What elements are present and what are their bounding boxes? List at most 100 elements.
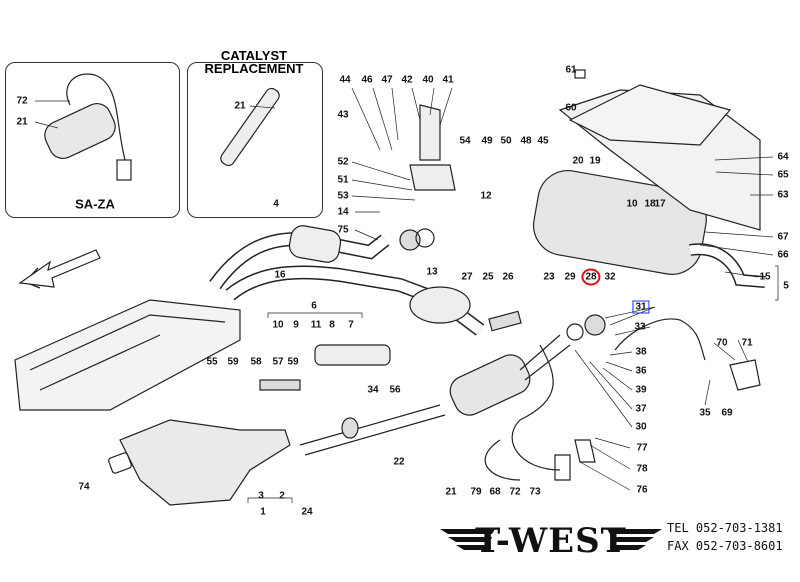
callout-42: 42 <box>401 74 413 86</box>
callout-9: 9 <box>293 319 299 331</box>
callout-75: 75 <box>337 224 349 236</box>
callout-72: 72 <box>509 486 521 498</box>
callout-32: 32 <box>604 271 616 283</box>
callout-71: 71 <box>741 337 753 349</box>
fax-number: FAX 052-703-8601 <box>667 539 783 553</box>
callout-78: 78 <box>636 463 648 475</box>
callout-66: 66 <box>777 249 789 261</box>
callout-24: 24 <box>301 506 313 518</box>
inset-catalyst-replacement <box>187 62 323 218</box>
callout-21-inset: 21 <box>16 116 28 128</box>
rear-muffler <box>532 170 707 275</box>
callout-1: 1 <box>260 506 266 518</box>
callout-68: 68 <box>489 486 501 498</box>
callout-36: 36 <box>635 365 647 377</box>
callout-79: 79 <box>470 486 482 498</box>
callout-47: 47 <box>381 74 393 86</box>
callout-48: 48 <box>520 135 532 147</box>
callout-38: 38 <box>635 346 647 358</box>
inset-caption-sa-za: SA-ZA <box>71 196 119 212</box>
callout-17: 17 <box>654 198 666 210</box>
callout-28: 28 <box>581 268 601 286</box>
callout-57: 57 <box>272 356 284 368</box>
callout-51: 51 <box>337 174 349 186</box>
callout-72-inset: 72 <box>16 95 28 107</box>
callout-30: 30 <box>635 421 647 433</box>
callout-45: 45 <box>537 135 549 147</box>
callout-56: 56 <box>389 384 401 396</box>
cylinder-head <box>14 299 241 411</box>
callout-37: 37 <box>635 403 647 415</box>
front-catalyst <box>288 225 342 263</box>
callout-40: 40 <box>422 74 434 86</box>
callout-50: 50 <box>500 135 512 147</box>
callout-53: 53 <box>337 190 349 202</box>
callout-16: 16 <box>274 269 286 281</box>
callout-43: 43 <box>337 109 349 121</box>
callout-3: 3 <box>258 490 264 502</box>
callout-60: 60 <box>565 102 577 114</box>
callout-63: 63 <box>777 189 789 201</box>
callout-10: 10 <box>626 198 638 210</box>
callout-20: 20 <box>572 155 584 167</box>
callout-25: 25 <box>482 271 494 283</box>
t-west-logo: T-WEST <box>440 521 662 559</box>
callout-77: 77 <box>636 442 648 454</box>
callout-64: 64 <box>777 151 789 163</box>
callout-33: 33 <box>634 321 646 333</box>
callout-54: 54 <box>459 135 471 147</box>
callout-74: 74 <box>78 481 90 493</box>
callout-26: 26 <box>502 271 514 283</box>
center-catalyst <box>449 354 531 416</box>
callout-10: 10 <box>272 319 284 331</box>
svg-text:T-WEST: T-WEST <box>475 521 627 559</box>
callout-2: 2 <box>279 490 285 502</box>
callout-11: 11 <box>310 319 322 331</box>
callout-18: 18 <box>644 198 656 210</box>
upper-shield <box>568 84 732 146</box>
callout-61: 61 <box>565 64 577 76</box>
callout-7: 7 <box>348 319 354 331</box>
callout-23: 23 <box>543 271 555 283</box>
catalyst-sa-za <box>44 102 116 160</box>
callout-6: 6 <box>311 300 317 312</box>
callout-31: 31 <box>632 300 650 314</box>
callout-73: 73 <box>529 486 541 498</box>
callout-67: 67 <box>777 231 789 243</box>
callout-59: 59 <box>287 356 299 368</box>
callout-39: 39 <box>635 384 647 396</box>
exhaust-manifold <box>119 419 291 506</box>
callout-19: 19 <box>589 155 601 167</box>
callout-76: 76 <box>636 484 648 496</box>
callout-35: 35 <box>699 407 711 419</box>
callout-49: 49 <box>481 135 493 147</box>
callout-5: 5 <box>783 280 789 292</box>
callout-46: 46 <box>361 74 373 86</box>
callout-27: 27 <box>461 271 473 283</box>
callout-29: 29 <box>564 271 576 283</box>
callout-21-replacement: 21 <box>234 100 246 112</box>
callout-8: 8 <box>329 319 335 331</box>
callout-59: 59 <box>227 356 239 368</box>
tel-number: TEL 052-703-1381 <box>667 521 783 535</box>
callout-14: 14 <box>337 206 349 218</box>
callout-41: 41 <box>442 74 454 86</box>
sensor-plug <box>729 359 761 391</box>
callout-52: 52 <box>337 156 349 168</box>
callout-15: 15 <box>759 271 771 283</box>
callout-34: 34 <box>367 384 379 396</box>
callout-65: 65 <box>777 169 789 181</box>
lambda-sensor-wire <box>614 318 706 361</box>
callout-22: 22 <box>393 456 405 468</box>
callout-55: 55 <box>206 356 218 368</box>
catalyst-replacement-title: CATALYST REPLACEMENT <box>204 48 304 76</box>
replacement-pipe <box>220 87 280 167</box>
callout-44: 44 <box>339 74 351 86</box>
callout-12: 12 <box>480 190 492 202</box>
callout-13: 13 <box>426 266 438 278</box>
callout-70: 70 <box>716 337 728 349</box>
callout-4: 4 <box>273 198 279 210</box>
